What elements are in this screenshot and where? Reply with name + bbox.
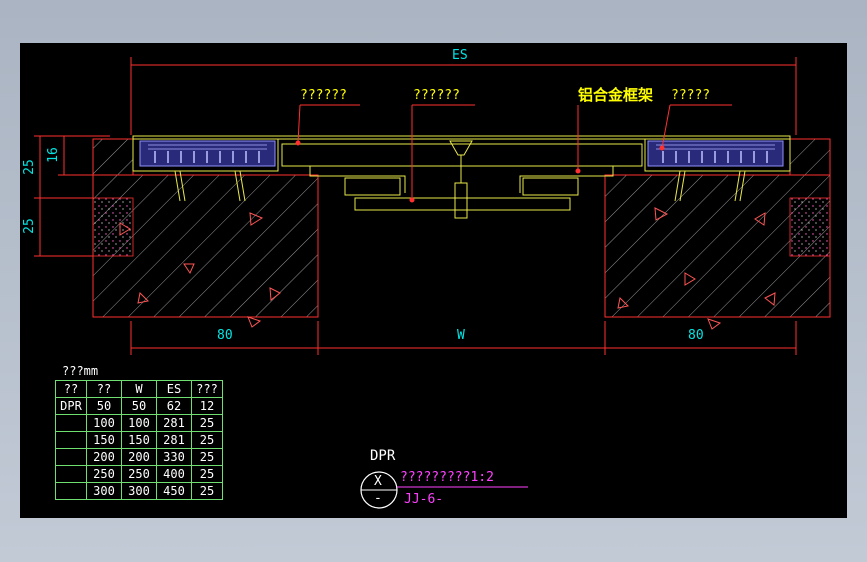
table-cell: 50 xyxy=(121,397,157,415)
table-cell: 250 xyxy=(86,465,122,483)
table-caption: ???mm xyxy=(62,364,99,378)
table-row: 250 250 400 25 xyxy=(55,465,223,483)
symbol-bottom: - xyxy=(374,491,382,506)
dim-es: ES xyxy=(452,48,468,63)
table-cell: 200 xyxy=(86,448,122,466)
table-cell xyxy=(55,448,87,466)
table-cell xyxy=(55,431,87,449)
table-row: 100 100 281 25 xyxy=(55,414,223,432)
table-cell: 12 xyxy=(191,397,223,415)
table-cell: 330 xyxy=(156,448,192,466)
callout-seal-right: ????? xyxy=(671,88,711,103)
callout-support: ?????? xyxy=(413,88,460,103)
table-cell: 150 xyxy=(86,431,122,449)
dim-right-80: 80 xyxy=(688,328,704,343)
table-cell: 25 xyxy=(191,465,223,483)
callout-seal-left: ?????? xyxy=(300,88,347,103)
model-label: DPR xyxy=(370,448,396,464)
header-cell: ES xyxy=(156,380,192,398)
symbol-top: X xyxy=(374,474,382,489)
table-cell: 400 xyxy=(156,465,192,483)
section-drawing xyxy=(34,57,831,509)
table-cell: 300 xyxy=(121,482,157,500)
table-row: 150 150 281 25 xyxy=(55,431,223,449)
table-cell: DPR xyxy=(55,397,87,415)
aluminum-frame xyxy=(132,135,791,219)
table-cell: 100 xyxy=(121,414,157,432)
dim-left-25-bottom: 25 xyxy=(21,218,37,234)
table-row: DPR 50 50 62 12 xyxy=(55,397,223,415)
table-cell: 25 xyxy=(191,448,223,466)
table-cell: 25 xyxy=(191,414,223,432)
spec-table: ?? ?? W ES ??? DPR 50 50 62 12 100 100 2… xyxy=(55,380,223,500)
table-cell xyxy=(55,482,87,500)
table-cell: 281 xyxy=(156,431,192,449)
drawing-number: JJ-6- xyxy=(404,492,444,507)
table-cell xyxy=(55,465,87,483)
table-cell: 100 xyxy=(86,414,122,432)
table-cell xyxy=(55,414,87,432)
table-cell: 25 xyxy=(191,431,223,449)
table-cell: 25 xyxy=(191,482,223,500)
table-cell: 50 xyxy=(86,397,122,415)
leader-lines xyxy=(295,104,732,203)
table-cell: 150 xyxy=(121,431,157,449)
table-cell: 250 xyxy=(121,465,157,483)
table-cell: 200 xyxy=(121,448,157,466)
table-cell: 281 xyxy=(156,414,192,432)
dim-left-16: 16 xyxy=(45,147,61,163)
table-row: 200 200 330 25 xyxy=(55,448,223,466)
dim-left-80: 80 xyxy=(217,328,233,343)
dim-w: W xyxy=(457,328,465,343)
table-cell: 450 xyxy=(156,482,192,500)
right-seal xyxy=(647,140,784,167)
scale-text: ?????????1:2 xyxy=(400,470,494,485)
drawing-canvas: ES 80 W 80 25 16 25 ?????? ?????? 铝合金框架 … xyxy=(20,43,847,518)
table-cell: 62 xyxy=(156,397,192,415)
dim-left-25-top: 25 xyxy=(21,159,37,175)
table-row: 300 300 450 25 xyxy=(55,482,223,500)
header-cell: W xyxy=(121,380,157,398)
header-cell: ?? xyxy=(55,380,87,398)
left-seal xyxy=(139,140,276,167)
header-cell: ?? xyxy=(86,380,122,398)
title-symbol xyxy=(360,471,528,509)
right-concrete-block xyxy=(604,138,831,330)
dimensions xyxy=(34,57,797,355)
header-cell: ??? xyxy=(191,380,223,398)
callout-aluminum-frame: 铝合金框架 xyxy=(578,86,654,104)
table-header-row: ?? ?? W ES ??? xyxy=(55,380,223,398)
left-concrete-block xyxy=(92,138,319,328)
table-cell: 300 xyxy=(86,482,122,500)
